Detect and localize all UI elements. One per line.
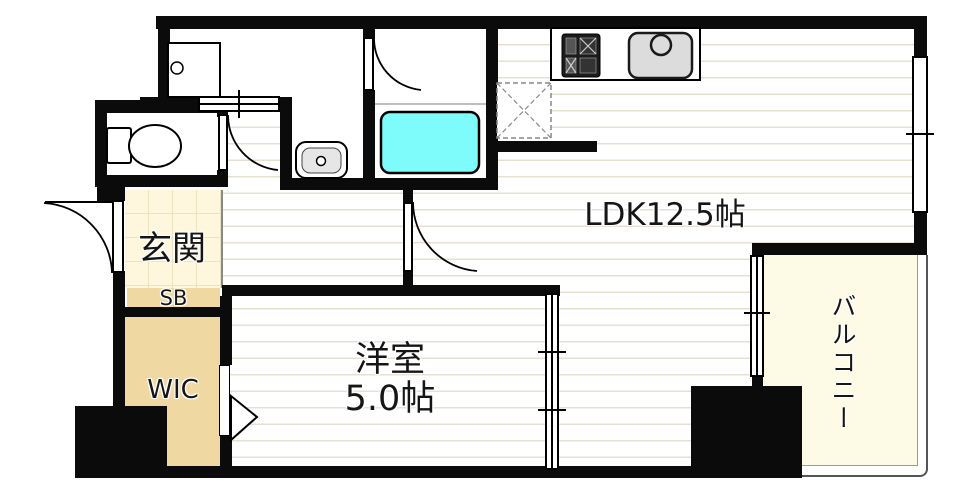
- wic-label: WIC: [147, 375, 199, 405]
- western-room-label: 洋室 5.0帖: [300, 341, 480, 419]
- sliding-door-western-room-tick1: [538, 351, 566, 353]
- wall-washroom-bottom-left: [140, 97, 200, 110]
- hall-ldk-door-leaf: [403, 202, 413, 272]
- wall-western-room-top: [222, 285, 560, 296]
- wall-sb-bottom: [118, 307, 232, 317]
- balcony-outline: [764, 255, 928, 477]
- stove-grate-1: [565, 37, 577, 55]
- sliding-door-western-room-line: [551, 295, 553, 468]
- wall-left-lower: [113, 271, 125, 410]
- wall-toilet-left: [95, 100, 107, 187]
- ldk-label: LDK12.5帖: [584, 197, 746, 233]
- pillar-bottom-right: [691, 386, 802, 478]
- wall-balcony-window-stub: [752, 375, 763, 388]
- wall-top: [156, 16, 927, 29]
- wall-wic-right-lower: [220, 436, 232, 468]
- entrance-door-arc: [43, 202, 113, 274]
- kitchen-faucet-icon: [649, 33, 673, 57]
- wall-hall-door-stub-bottom: [403, 269, 413, 285]
- wall-washroom-bottom: [280, 178, 498, 190]
- bathroom-door-leaf: [363, 37, 374, 91]
- window-balcony-tick: [744, 312, 770, 314]
- balcony-label: バルコニー: [828, 293, 857, 433]
- bathtub: [379, 110, 481, 175]
- entrance-door-leaf: [112, 200, 124, 273]
- wall-bottom: [75, 466, 802, 478]
- toilet-bowl: [128, 124, 182, 168]
- wall-basin-divider: [280, 97, 292, 190]
- western-room-size: 5.0帖: [344, 379, 436, 419]
- wall-kitchen-stub: [490, 141, 597, 152]
- entrance-tile-floor: [125, 190, 222, 288]
- toilet-door-leaf: [218, 114, 228, 171]
- toilet-tank: [106, 127, 132, 164]
- toilet-door-arc: [227, 114, 279, 171]
- wic-door-triangle: [230, 393, 259, 443]
- hall-ldk-door-arc: [412, 201, 478, 272]
- shoe-box-label: SB: [159, 286, 188, 310]
- window-balcony-sash-line: [756, 257, 758, 375]
- window-ldk-right-tick: [906, 133, 934, 135]
- wall-toilet-right-lower: [217, 170, 228, 187]
- wall-balcony-top: [752, 243, 927, 255]
- entrance-label: 玄関: [138, 229, 206, 269]
- washbasin-drain-icon: [315, 155, 327, 167]
- stove-burner-2: [579, 57, 597, 74]
- western-room-name: 洋室: [354, 340, 425, 380]
- shoe-box-area: [127, 288, 220, 307]
- sliding-door-washroom-tick: [238, 90, 240, 118]
- wall-bath-left-upper: [363, 16, 375, 38]
- sliding-door-western-room-tick2: [538, 409, 566, 411]
- wall-bath-left-lower: [363, 90, 375, 190]
- wic-door-leaf: [219, 365, 230, 436]
- wall-toilet-bottom: [95, 175, 228, 187]
- bathroom-door-arc: [373, 37, 422, 91]
- refrigerator-space-cross: [496, 82, 552, 139]
- entrance-step-line: [221, 190, 223, 288]
- wall-hall-door-stub-top: [403, 188, 413, 204]
- stove-burner-cross-2: [565, 57, 577, 74]
- wall-right-upper: [914, 16, 927, 58]
- washing-machine-tap-icon: [170, 61, 184, 75]
- stove-burner-cross-1: [579, 37, 597, 55]
- wall-entrance-corner: [97, 185, 125, 201]
